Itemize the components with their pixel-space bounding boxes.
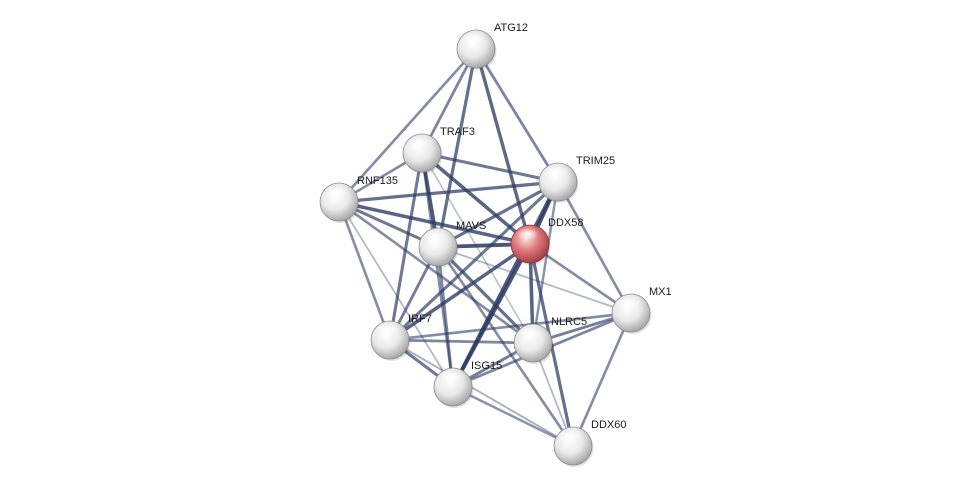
node-highlight	[520, 327, 542, 339]
node-label: ISG15	[471, 360, 502, 372]
edge-traf3-trim25	[420, 151, 560, 184]
node-nlrc5[interactable]: NLRC5	[513, 316, 587, 364]
edge-rnf135-trim25	[337, 180, 560, 204]
node-isg15[interactable]: ISG15	[433, 360, 502, 408]
edge-rnf135-isg15	[338, 201, 454, 388]
edge-ddx58-irf7	[388, 242, 532, 342]
edge-irf7-ddx60	[389, 339, 574, 447]
node-mx1[interactable]: MX1	[611, 286, 672, 334]
edge-traf3-nlrc5	[421, 152, 534, 344]
node-mavs[interactable]: MAVS	[418, 220, 486, 268]
edge-atg12-ddx58	[474, 47, 532, 246]
node-highlight	[326, 186, 348, 198]
edge-atg12-trim25	[474, 47, 560, 184]
node-highlight	[409, 137, 431, 149]
node-highlight	[517, 228, 539, 240]
edge-traf3-ddx58	[420, 151, 532, 246]
node-highlight	[560, 430, 582, 442]
edge-mavs-isg15	[436, 245, 455, 389]
node-traf3[interactable]: TRAF3	[402, 126, 475, 174]
node-label: MAVS	[456, 220, 486, 232]
edge-mx1-ddx60	[571, 311, 633, 448]
node-label: MX1	[649, 286, 672, 298]
edge-ddx58-mx1	[528, 242, 633, 315]
edge-rnf135-nlrc5	[337, 200, 535, 345]
edges-layer	[337, 47, 633, 448]
edge-irf7-mx1	[388, 311, 633, 342]
node-label: DDX58	[548, 217, 583, 229]
edge-atg12-mavs	[436, 47, 478, 249]
edge-trim25-mavs	[436, 180, 560, 249]
node-irf7[interactable]: IRF7	[370, 313, 432, 361]
edge-irf7-nlrc5	[388, 338, 535, 345]
node-label: NLRC5	[551, 316, 587, 328]
node-label: ATG12	[494, 22, 528, 34]
edge-mavs-mx1	[437, 246, 632, 314]
edge-atg12-rnf135	[337, 47, 478, 204]
node-highlight	[618, 297, 640, 309]
node-label: TRAF3	[440, 126, 475, 138]
node-highlight	[425, 231, 447, 243]
edge-traf3-irf7	[388, 151, 424, 342]
edge-trim25-nlrc5	[531, 180, 560, 345]
edge-atg12-traf3	[420, 47, 478, 155]
edge-rnf135-irf7	[337, 200, 392, 342]
edge-ddx58-isg15	[451, 242, 532, 389]
node-ddx60[interactable]: DDX60	[553, 419, 626, 467]
node-ddx58[interactable]: DDX58	[510, 217, 583, 265]
node-highlight	[377, 324, 399, 336]
node-label: TRIM25	[576, 155, 615, 167]
node-highlight	[440, 371, 462, 383]
node-highlight	[463, 33, 485, 45]
node-rnf135[interactable]: RNF135	[319, 175, 398, 223]
edge-isg15-ddx60	[451, 385, 575, 448]
node-trim25[interactable]: TRIM25	[538, 155, 615, 203]
edge-trim25-irf7	[388, 180, 560, 342]
node-label: IRF7	[408, 313, 432, 325]
edge-trim25-mx1	[556, 180, 633, 315]
node-label: RNF135	[357, 175, 398, 187]
node-atg12[interactable]: ATG12	[456, 22, 528, 70]
node-label: DDX60	[591, 419, 626, 431]
edge-mavs-ddx60	[436, 245, 575, 448]
node-highlight	[545, 166, 567, 178]
